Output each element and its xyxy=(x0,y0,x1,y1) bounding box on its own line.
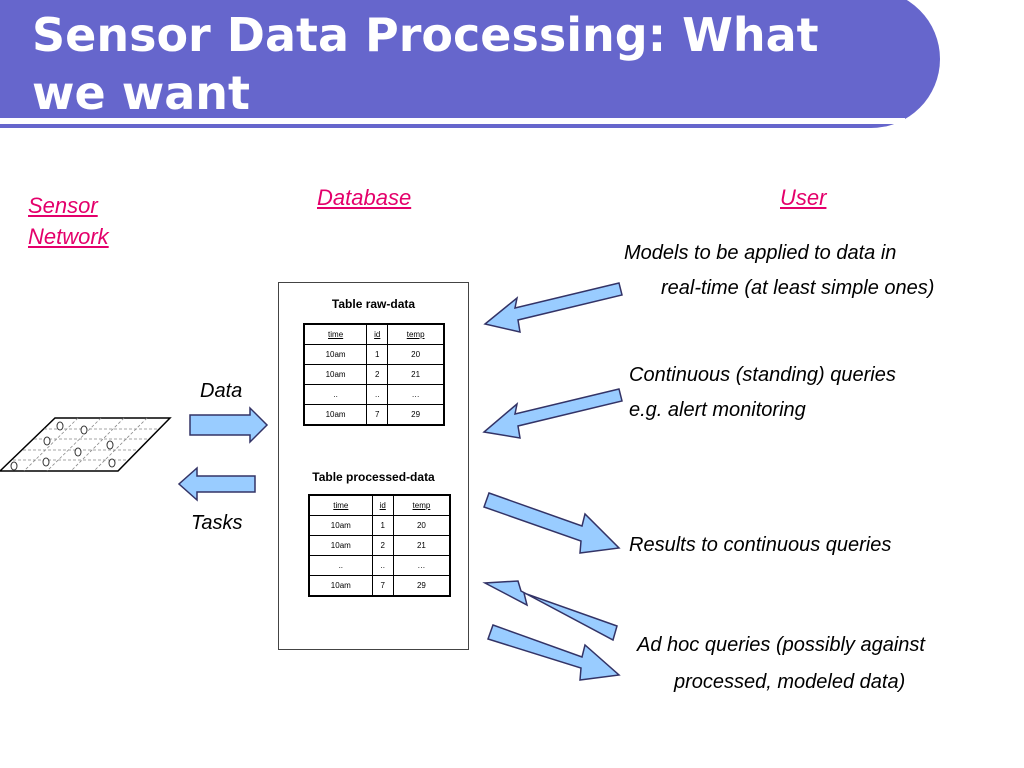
continuous-arrow xyxy=(482,388,623,439)
column-header: id xyxy=(371,494,394,516)
column-header: time xyxy=(303,323,368,345)
table-cell: 10am xyxy=(303,344,368,365)
table-cell: 21 xyxy=(392,535,451,556)
user-link[interactable]: User xyxy=(780,185,827,210)
models-text-line-1: Models to be applied to data in xyxy=(624,242,897,264)
table-cell: 10am xyxy=(308,535,373,556)
tasks-label: Tasks xyxy=(191,512,243,534)
processed-data-table-title: Table processed-data xyxy=(312,470,435,484)
table-header-row: time id temp xyxy=(303,323,445,345)
continuous-text-line-2: e.g. alert monitoring xyxy=(629,399,806,421)
slide-title: Sensor Data Processing: What we want xyxy=(32,6,912,122)
adhoc-text-line-1: Ad hoc queries (possibly against xyxy=(637,634,925,656)
table-cell: .. xyxy=(308,555,373,576)
continuous-text-line-1: Continuous (standing) queries xyxy=(629,364,896,386)
title-underline xyxy=(0,118,905,124)
table-cell: 21 xyxy=(387,364,445,385)
results-text: Results to continuous queries xyxy=(629,534,892,556)
table-cell: … xyxy=(387,384,445,405)
table-cell: 1 xyxy=(366,344,389,365)
table-cell: … xyxy=(392,555,451,576)
data-arrow xyxy=(189,406,269,444)
table-row: 10am 7 29 xyxy=(303,404,445,426)
adhoc-text-line-2: processed, modeled data) xyxy=(674,671,906,693)
table-cell: 29 xyxy=(392,575,451,597)
raw-data-table: time id temp 10am 1 20 10am 2 21 .. .. …… xyxy=(303,323,445,426)
table-cell: .. xyxy=(303,384,368,405)
column-header: id xyxy=(366,323,389,345)
table-cell: 10am xyxy=(303,364,368,385)
title-bar xyxy=(0,0,940,128)
table-cell: 10am xyxy=(308,515,373,536)
table-cell: 29 xyxy=(387,404,445,426)
database-box: Table raw-data time id temp 10am 1 20 10… xyxy=(278,282,469,650)
table-cell: 2 xyxy=(371,535,394,556)
results-arrow xyxy=(483,492,621,554)
title-line-1: Sensor Data Processing: What xyxy=(32,8,819,62)
table-row: 10am 7 29 xyxy=(308,575,451,597)
table-cell: .. xyxy=(366,384,389,405)
table-cell: 7 xyxy=(371,575,394,597)
column-header: time xyxy=(308,494,373,516)
table-cell: 2 xyxy=(366,364,389,385)
table-row: 10am 2 21 xyxy=(308,535,451,556)
sensor-link-line-2: Network xyxy=(28,224,109,249)
data-label: Data xyxy=(200,380,243,402)
title-line-2: we want xyxy=(32,66,250,120)
adhoc-query-arrow xyxy=(482,580,618,642)
table-cell: 20 xyxy=(392,515,451,536)
table-cell: 7 xyxy=(366,404,389,426)
table-row: .. .. … xyxy=(303,384,445,405)
models-arrow xyxy=(483,282,623,333)
raw-data-table-title: Table raw-data xyxy=(331,297,416,311)
processed-data-table: time id temp 10am 1 20 10am 2 21 .. .. …… xyxy=(308,494,451,597)
table-row: 10am 1 20 xyxy=(308,515,451,536)
table-cell: 1 xyxy=(371,515,394,536)
database-link[interactable]: Database xyxy=(317,185,412,210)
adhoc-result-arrow xyxy=(487,624,621,681)
column-header: temp xyxy=(392,494,451,516)
table-row: 10am 2 21 xyxy=(303,364,445,385)
tasks-arrow xyxy=(177,466,256,502)
sensor-network-link[interactable]: Sensor Network xyxy=(28,190,109,252)
table-row: 10am 1 20 xyxy=(303,344,445,365)
column-header: temp xyxy=(387,323,445,345)
table-cell: 10am xyxy=(303,404,368,426)
sensor-grid-icon xyxy=(0,417,172,472)
table-cell: .. xyxy=(371,555,394,576)
table-cell: 10am xyxy=(308,575,373,597)
table-row: .. .. … xyxy=(308,555,451,576)
table-header-row: time id temp xyxy=(308,494,451,516)
table-cell: 20 xyxy=(387,344,445,365)
sensor-link-line-1: Sensor xyxy=(28,193,98,218)
models-text-line-2: real-time (at least simple ones) xyxy=(661,277,935,299)
